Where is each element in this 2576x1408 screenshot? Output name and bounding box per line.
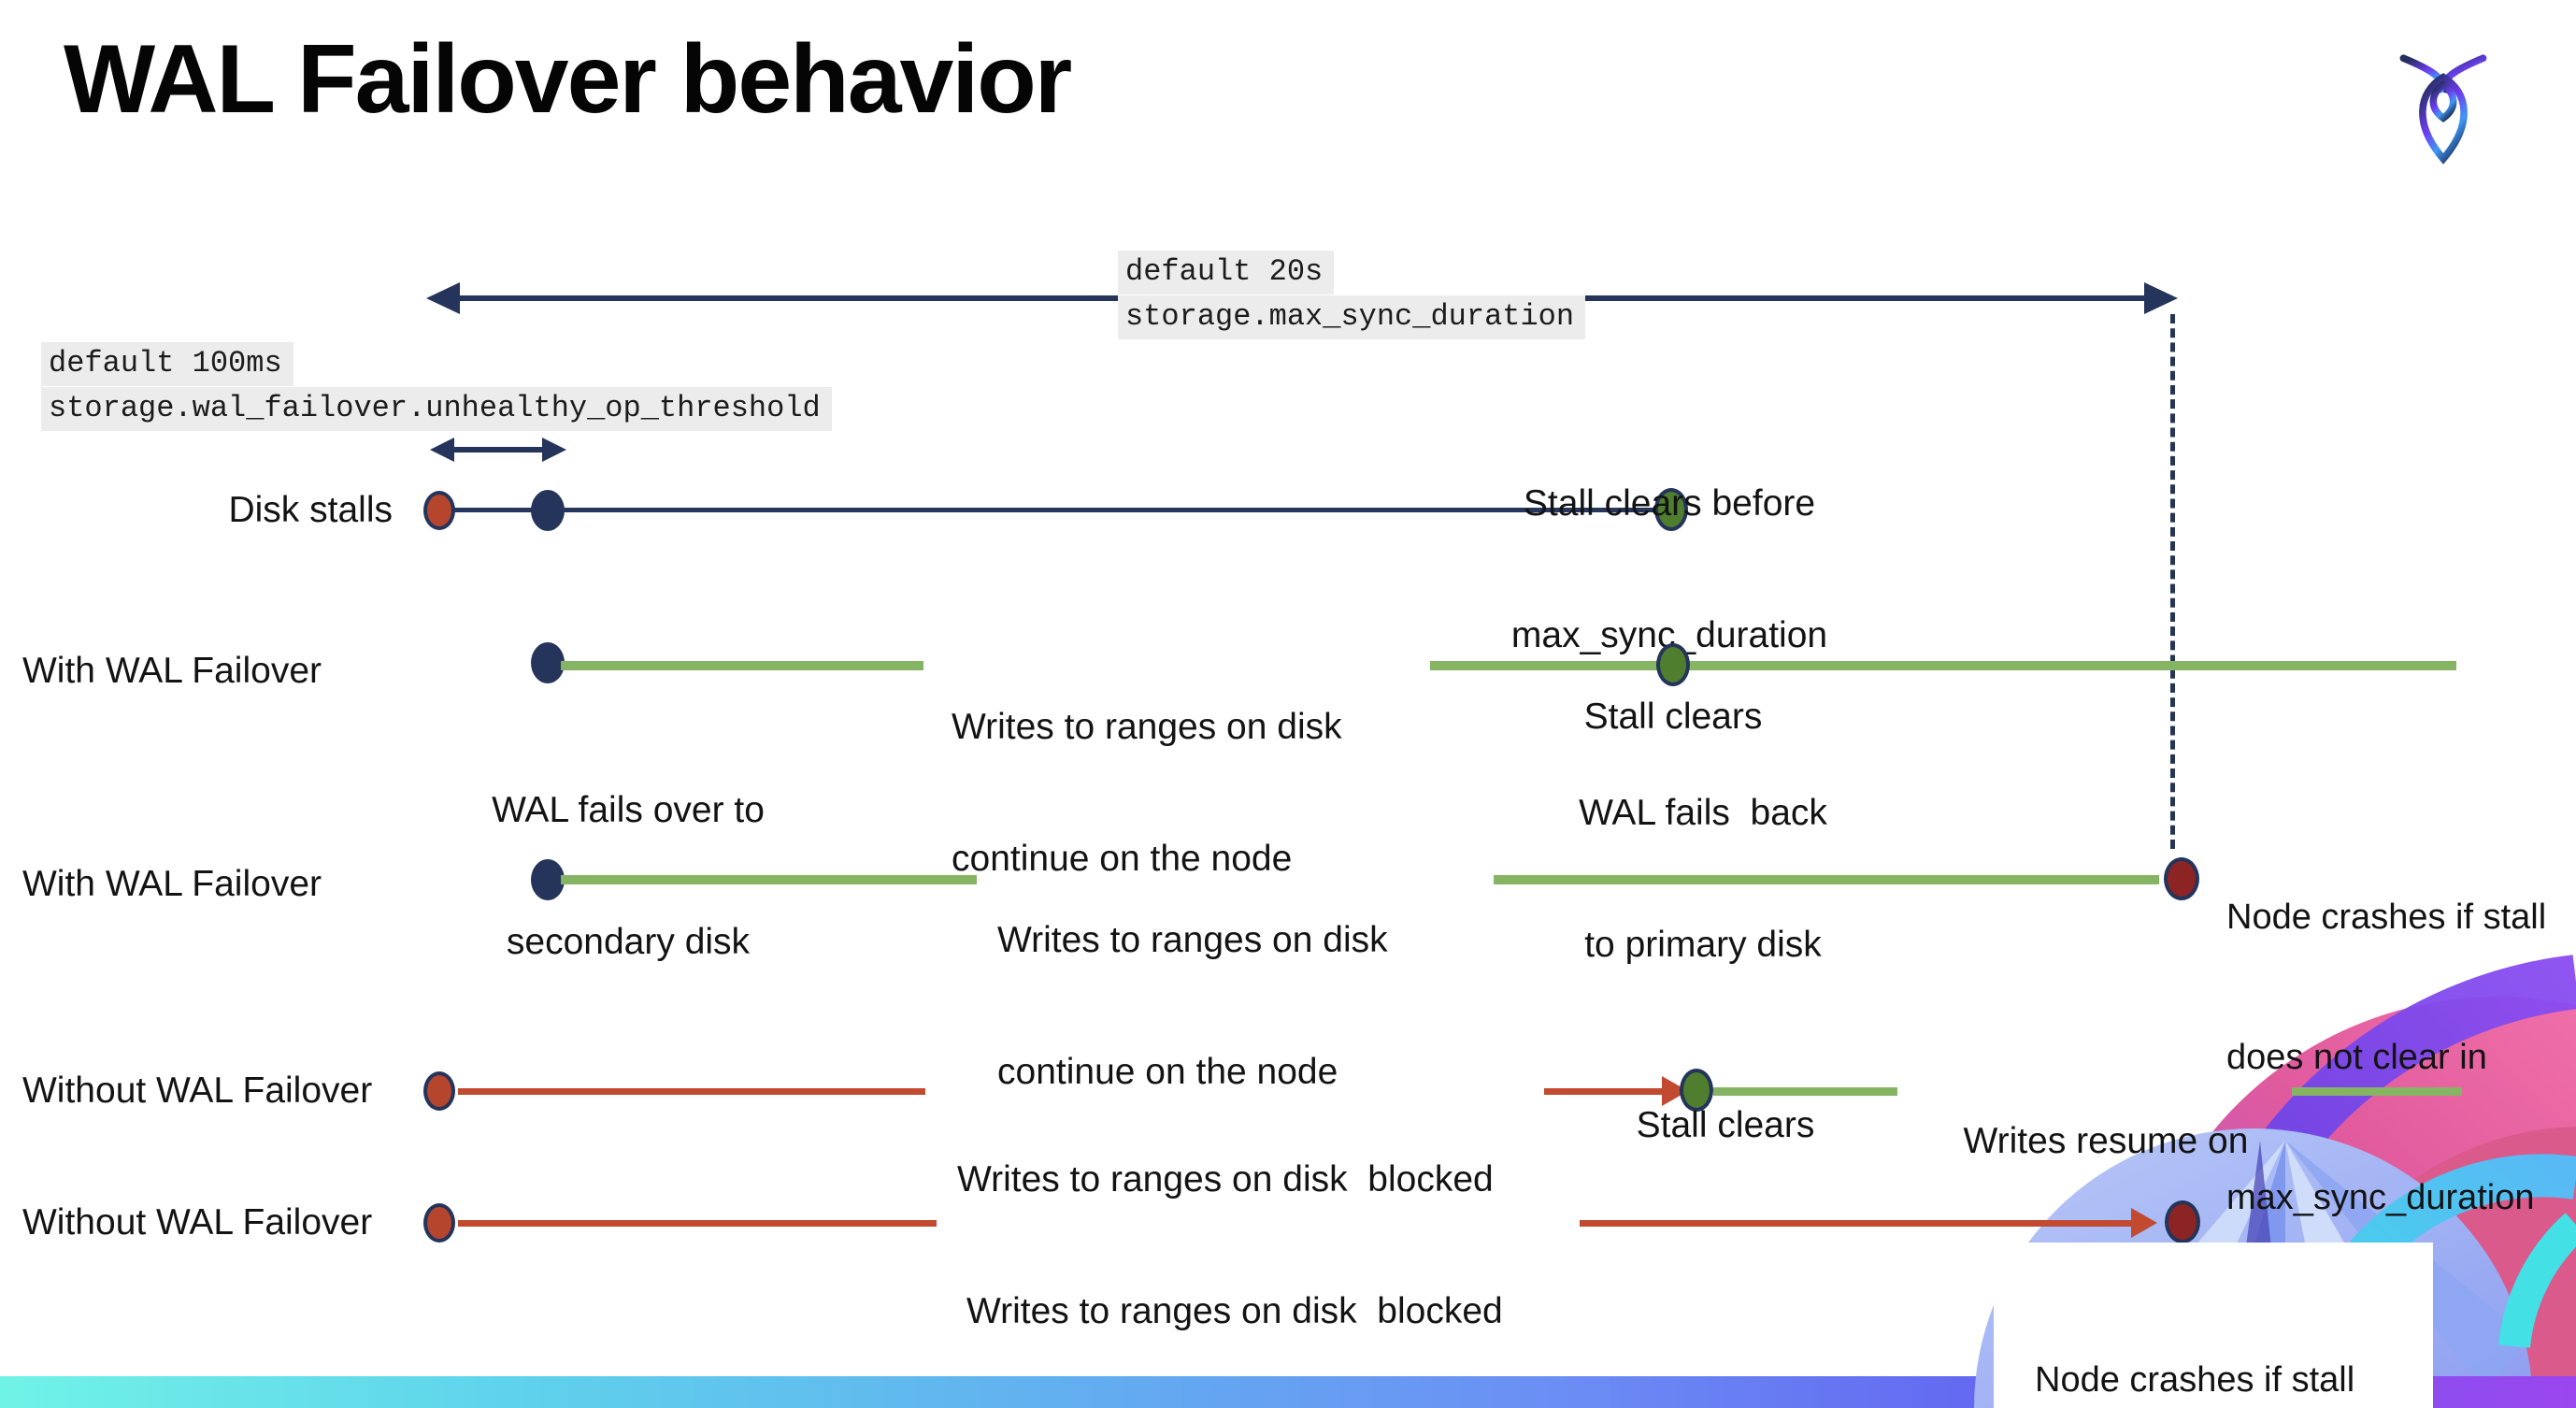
red-arrowhead-icon	[2131, 1208, 2157, 1238]
green-timeline-segment	[561, 875, 977, 884]
note-line: does not clear in	[2226, 1038, 2487, 1077]
deadline-dashed-line	[2170, 314, 2175, 849]
note-line: Writes to ranges on disk blocked	[957, 1159, 1494, 1200]
note-line: Writes to ranges on disk	[997, 920, 1388, 960]
red-timeline-segment	[458, 1220, 937, 1227]
stall-clears-dot	[1654, 488, 1688, 531]
note-line: Writes to ranges on disk blocked	[966, 1291, 1503, 1331]
stall-start-dot	[423, 1203, 455, 1243]
green-timeline-segment	[1430, 661, 2456, 670]
threshold-line	[451, 447, 546, 453]
note-line: Stall clears	[1636, 1105, 1815, 1145]
page-title: WAL Failover behavior	[64, 25, 1072, 134]
failover-dot	[531, 859, 565, 900]
row-label-without-wal-2: Without WAL Failover	[22, 1202, 373, 1243]
stall-start-dot	[423, 1071, 455, 1111]
arrowhead-left-icon	[426, 282, 460, 314]
stall-clears-dot	[1656, 643, 1690, 686]
node-crash-dot	[2164, 857, 2199, 900]
red-timeline-segment	[1544, 1088, 1667, 1095]
wal-fails-back-note: WAL fails back to primary disk	[1533, 703, 1873, 1055]
writes-continue-note: Writes to ranges on disk continue on the…	[952, 617, 1342, 969]
note-line: WAL fails over to	[492, 790, 765, 830]
stall-clears-note: Stall clears	[1585, 1015, 1866, 1235]
green-timeline-segment	[561, 661, 923, 670]
green-timeline-segment	[2292, 1087, 2462, 1096]
row-label-without-wal-1: Without WAL Failover	[22, 1070, 373, 1111]
failover-dot	[531, 642, 565, 683]
max-sync-setting-label: storage.max_sync_duration	[1118, 295, 1586, 339]
note-line: Stall clears	[1583, 697, 1763, 737]
red-timeline-segment	[1580, 1220, 2133, 1227]
stall-clears-dot	[1680, 1069, 1713, 1112]
writes-blocked-note: Writes to ranges on disk blocked	[966, 1201, 1503, 1408]
threshold-default-label: default 100ms	[41, 342, 293, 386]
arrowhead-left-icon	[430, 438, 454, 462]
crash-callout-box: Node crashes if stall does not clear in …	[1994, 1243, 2433, 1408]
cockroachdb-logo-icon	[2399, 54, 2487, 165]
note-line: WAL fails back	[1579, 793, 1827, 833]
row-label-disk-stalls: Disk stalls	[228, 490, 393, 530]
row-label-with-wal-2: With WAL Failover	[22, 864, 322, 904]
row-label-with-wal-1: With WAL Failover	[22, 651, 322, 691]
node-crashes-note: Node crashes if stall does not clear in …	[2226, 800, 2546, 1315]
note-line: Stall clears before	[1523, 483, 1816, 524]
note-line: secondary disk	[506, 922, 751, 962]
note-line: Node crashes if stall	[2226, 898, 2547, 937]
note-line: continue on the node	[997, 1052, 1338, 1092]
node-crash-dot	[2165, 1200, 2200, 1243]
green-timeline-segment	[1713, 1087, 1897, 1096]
note-line: Writes resume on	[1963, 1121, 2249, 1161]
wal-fails-over-note: WAL fails over to secondary disk	[449, 700, 808, 1052]
green-timeline-segment	[1494, 875, 2159, 884]
note-line: continue on the node	[952, 839, 1293, 879]
note-line: Writes to ranges on disk	[952, 707, 1342, 747]
writes-blocked-note: Writes to ranges on disk blocked	[957, 1070, 1494, 1289]
arrowhead-right-icon	[2144, 282, 2178, 314]
cyan-arc-shape	[2498, 1213, 2576, 1348]
threshold-dot	[531, 490, 565, 531]
note-line: max_sync_duration	[2226, 1178, 2535, 1217]
note-line: to primary disk	[1584, 925, 1822, 965]
stall-clears-note: Stall clears	[1533, 607, 1813, 826]
red-timeline-segment	[458, 1088, 925, 1095]
writes-continue-note: Writes to ranges on disk continue on the…	[997, 830, 1388, 1182]
stall-start-dot	[423, 491, 455, 530]
max-sync-default-label: default 20s	[1118, 251, 1335, 295]
note-line: Node crashes if stall	[2035, 1360, 2355, 1400]
arrowhead-right-icon	[542, 438, 566, 462]
node-crashes-note: Node crashes if stall does not clear in …	[2035, 1263, 2354, 1408]
threshold-setting-label: storage.wal_failover.unhealthy_op_thresh…	[41, 387, 832, 431]
disk-stalls-timeline	[439, 508, 1671, 512]
